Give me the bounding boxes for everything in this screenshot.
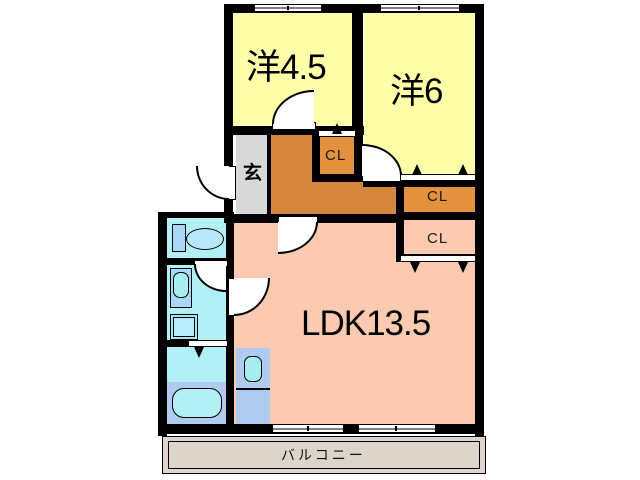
wall-closet-middle-left xyxy=(312,130,320,182)
label-ldk: LDK13.5 xyxy=(301,304,431,343)
window-washitsu-6 xyxy=(380,4,460,12)
wall-closet-middle-bottom xyxy=(312,174,363,182)
label-genkan: 玄 xyxy=(243,163,263,184)
wall-genkan-right xyxy=(267,130,271,222)
label-cl-upper-right: CL xyxy=(427,188,449,205)
label-cl-lower-right: CL xyxy=(427,230,449,247)
door-panel-bath-sliding[interactable] xyxy=(188,340,228,347)
wall-exterior-left-upper xyxy=(224,4,233,222)
room-genkan xyxy=(236,132,270,220)
wall-between-right-closets xyxy=(396,212,484,220)
toilet-bowl-icon xyxy=(186,228,224,250)
window-washitsu-4-5 xyxy=(254,4,322,12)
label-washitsu-6: 洋6 xyxy=(390,72,443,111)
wall-water-area-top xyxy=(158,212,232,218)
room-balcony xyxy=(162,436,486,474)
door-panel-cl-upper-right[interactable] xyxy=(400,174,476,181)
window-ldk-left xyxy=(272,424,344,433)
wall-closet-middle-right xyxy=(354,130,363,182)
door-panel-entrance[interactable] xyxy=(228,166,236,200)
washbasin-icon xyxy=(173,272,189,298)
label-balcony: バルコニー xyxy=(281,447,366,463)
toilet-tank-icon xyxy=(172,224,186,252)
bathtub-icon xyxy=(172,388,222,418)
kitchen-sink-basin-icon xyxy=(244,356,262,382)
wall-exterior-right xyxy=(475,4,484,436)
door-panel-cl-lower-right[interactable] xyxy=(400,255,476,262)
closet-cl-middle xyxy=(318,136,356,176)
balcony-inner-rail xyxy=(168,441,480,469)
wall-partition-bedrooms xyxy=(352,4,363,134)
wall-bottom-washitsu-6 xyxy=(363,178,484,187)
label-cl-middle: CL xyxy=(325,147,347,164)
wall-water-area-right xyxy=(226,212,234,424)
wall-bottom-washitsu-4-5 xyxy=(224,126,364,135)
label-washitsu-4-5: 洋4.5 xyxy=(246,48,327,87)
door-arc-entrance xyxy=(196,166,229,200)
washing-machine-inner-icon xyxy=(173,317,195,337)
kitchen-counter-divider xyxy=(236,388,270,390)
wall-exterior-left-lower xyxy=(158,212,167,436)
window-ldk-right xyxy=(358,424,436,433)
